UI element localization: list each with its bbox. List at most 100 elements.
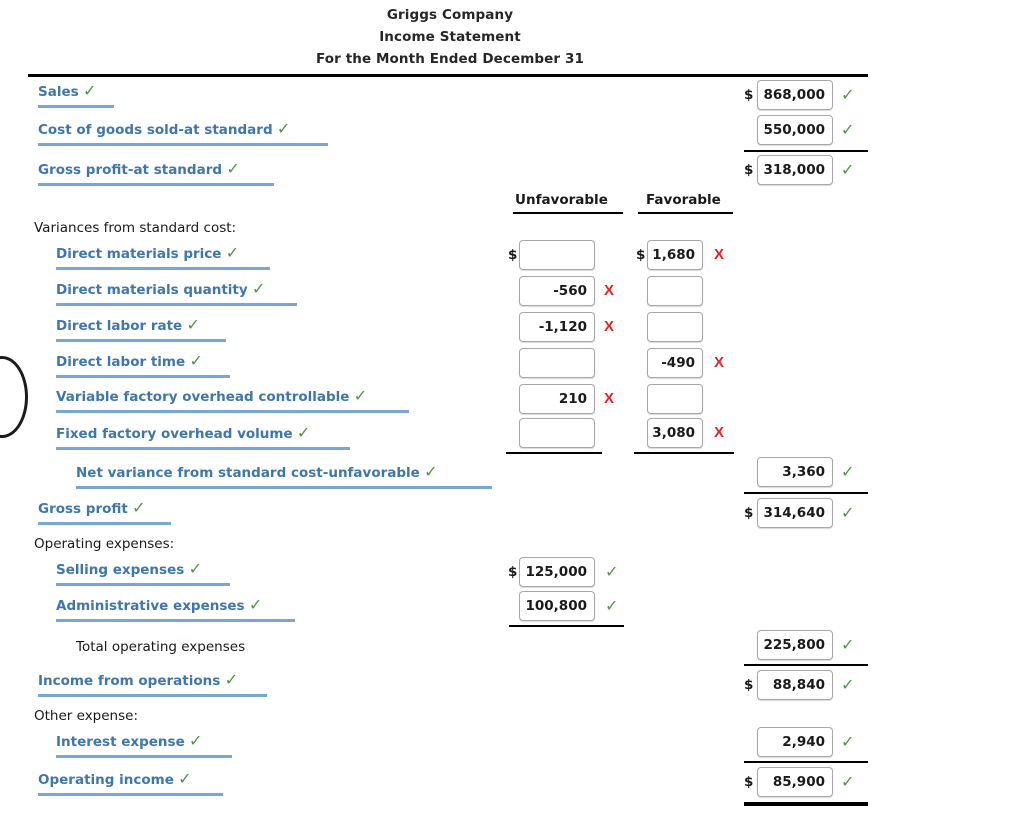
line-item-direct-materials-quantity[interactable]: Direct materials quantity ✓: [56, 279, 297, 306]
column-header-label: Unfavorable: [515, 192, 608, 208]
amount-input-sales[interactable]: 868,000: [757, 80, 833, 110]
line-item-label: Interest expense: [56, 734, 185, 750]
unfavorable-input-direct-materials-price[interactable]: [519, 240, 595, 270]
check-icon: ✓: [226, 159, 240, 178]
x-icon: X: [714, 354, 725, 371]
line-item-gross-profit[interactable]: Gross profit ✓: [38, 498, 171, 525]
check-icon: ✓: [251, 279, 266, 298]
statement-name: Income Statement: [379, 29, 521, 45]
favorable-input-direct-labor-time[interactable]: -490: [647, 348, 703, 378]
unfavorable-input-variable-factory-overhead-controllable[interactable]: 210: [519, 384, 595, 414]
check-icon: ✓: [841, 85, 855, 104]
line-item-label: Gross profit-at standard: [38, 162, 223, 178]
amount-input-net-variance[interactable]: 3,360: [757, 457, 833, 487]
favorable-input-direct-materials-quantity[interactable]: [647, 276, 703, 306]
line-item-label: Income from operations: [38, 673, 221, 689]
check-icon: ✓: [841, 462, 855, 481]
check-icon: ✓: [178, 769, 192, 788]
statement-top-rule: [28, 74, 868, 77]
check-icon: ✓: [224, 670, 238, 689]
check-icon: ✓: [186, 315, 200, 334]
subtotal-rule-income-from-operations: [744, 664, 868, 666]
line-item-direct-labor-rate[interactable]: Direct labor rate ✓: [56, 315, 226, 342]
check-icon: ✓: [353, 386, 368, 405]
amount-input-administrative-expenses[interactable]: 100,800: [519, 591, 595, 621]
unfavorable-input-direct-labor-rate[interactable]: -1,120: [519, 312, 595, 342]
column-header-favorable: Favorable: [646, 191, 721, 209]
amount-input-interest-expense[interactable]: 2,940: [757, 727, 833, 757]
favorable-input-variable-factory-overhead-controllable[interactable]: [647, 384, 703, 414]
section-heading-operating-expenses: Operating expenses:: [34, 535, 174, 553]
check-icon: ✓: [225, 243, 240, 262]
currency-symbol: $: [508, 564, 518, 580]
line-item-label: Operating income: [38, 772, 174, 788]
subtotal-rule-gross-profit: [744, 492, 868, 494]
currency-symbol: $: [744, 505, 754, 521]
currency-symbol: $: [636, 247, 646, 263]
line-item-direct-materials-price[interactable]: Direct materials price ✓: [56, 243, 270, 270]
check-icon: ✓: [605, 562, 619, 581]
page-edge-artifact: [0, 356, 28, 438]
section-heading-label: Operating expenses:: [34, 536, 175, 552]
line-item-label: Total operating expenses: [76, 639, 246, 655]
statement-bottom-rule: [744, 802, 868, 806]
check-icon: ✓: [189, 731, 203, 750]
section-heading-label: Other expense:: [34, 708, 138, 724]
line-item-income-from-operations[interactable]: Income from operations ✓: [38, 670, 267, 697]
currency-symbol: $: [744, 87, 754, 103]
line-item-label: Sales: [38, 84, 79, 100]
line-item-fixed-factory-overhead-volume[interactable]: Fixed factory overhead volume ✓: [56, 424, 350, 450]
amount-input-income-from-operations[interactable]: 88,840: [757, 670, 833, 700]
favorable-input-direct-labor-rate[interactable]: [647, 312, 703, 342]
currency-symbol: $: [508, 247, 518, 263]
line-item-label: Net variance from standard cost-unfavora…: [76, 465, 420, 481]
line-item-interest-expense[interactable]: Interest expense ✓: [56, 731, 232, 758]
currency-symbol: $: [744, 677, 754, 693]
check-icon: ✓: [841, 772, 855, 791]
line-item-cost-of-goods-sold[interactable]: Cost of goods sold-at standard ✓: [38, 119, 328, 146]
line-item-label: Direct materials price: [56, 246, 222, 262]
company-name: Griggs Company: [386, 7, 514, 23]
line-item-administrative-expenses[interactable]: Administrative expenses ✓: [56, 595, 295, 622]
line-item-gross-profit-at-standard[interactable]: Gross profit-at standard ✓: [38, 159, 274, 186]
amount-input-gross-profit[interactable]: 314,640: [757, 498, 833, 528]
line-item-variable-factory-overhead-controllable[interactable]: Variable factory overhead controllable ✓: [56, 386, 409, 413]
x-icon: X: [604, 390, 615, 407]
check-icon: ✓: [424, 462, 438, 481]
line-item-selling-expenses[interactable]: Selling expenses ✓: [56, 559, 230, 586]
line-item-label: Fixed factory overhead volume: [56, 426, 293, 442]
amount-input-gross-profit-at-standard[interactable]: 318,000: [757, 155, 833, 185]
currency-symbol: $: [744, 162, 754, 178]
line-item-label: Direct labor time: [56, 354, 186, 370]
line-item-direct-labor-time[interactable]: Direct labor time ✓: [56, 351, 230, 378]
amount-input-total-operating-expenses[interactable]: 225,800: [757, 630, 833, 660]
section-heading-label: Variances from standard cost:: [34, 220, 237, 236]
check-icon: ✓: [188, 559, 202, 578]
check-icon: ✓: [189, 351, 203, 370]
amount-input-operating-income[interactable]: 85,900: [757, 767, 833, 797]
unfavorable-input-direct-labor-time[interactable]: [519, 348, 595, 378]
check-icon: ✓: [248, 595, 263, 614]
unfavorable-input-fixed-factory-overhead-volume[interactable]: [519, 418, 595, 448]
favorable-input-direct-materials-price[interactable]: 1,680: [647, 240, 703, 270]
amount-input-cost-of-goods-sold[interactable]: 550,000: [757, 115, 833, 145]
x-icon: X: [714, 424, 725, 441]
line-item-operating-income[interactable]: Operating income ✓: [38, 769, 223, 796]
check-icon: ✓: [841, 635, 855, 654]
unfavorable-input-direct-materials-quantity[interactable]: -560: [519, 276, 595, 306]
amount-input-selling-expenses[interactable]: 125,000: [519, 557, 595, 587]
check-icon: ✓: [605, 596, 619, 615]
check-icon: ✓: [132, 498, 146, 517]
line-item-label: Cost of goods sold-at standard: [38, 122, 273, 138]
line-item-net-variance[interactable]: Net variance from standard cost-unfavora…: [76, 462, 492, 489]
check-icon: ✓: [841, 120, 855, 139]
section-heading-variances: Variances from standard cost:: [34, 219, 236, 237]
line-item-sales[interactable]: Sales ✓: [38, 82, 114, 108]
column-header-label: Favorable: [646, 192, 721, 208]
favorable-input-fixed-factory-overhead-volume[interactable]: 3,080: [647, 418, 703, 448]
x-icon: X: [604, 282, 615, 299]
check-icon: ✓: [276, 119, 291, 138]
subtotal-rule-gross-profit-standard: [744, 150, 868, 152]
line-item-total-operating-expenses: Total operating expenses: [76, 638, 245, 656]
line-item-label: Gross profit: [38, 501, 128, 517]
